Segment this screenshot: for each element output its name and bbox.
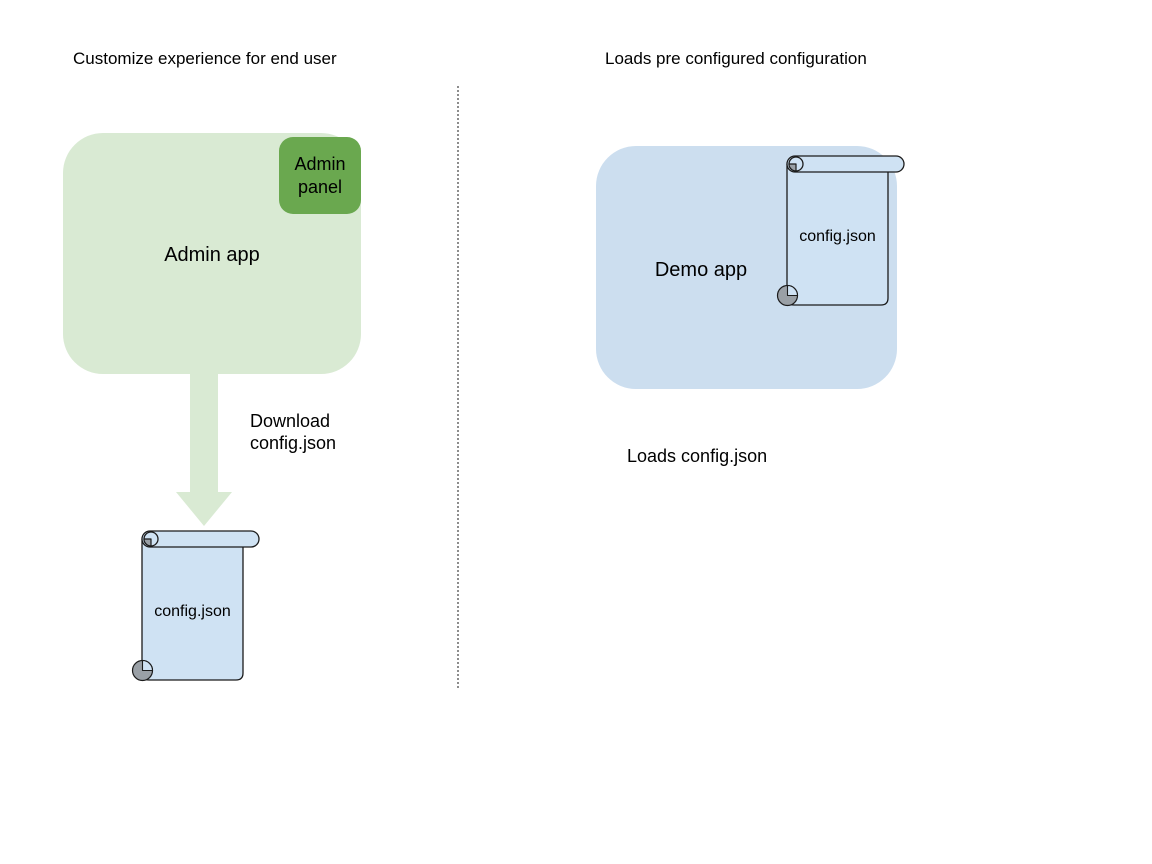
scroll-roll-curl [788,163,797,172]
download-config-label: Download config.json [250,411,337,453]
config-json-scroll-icon [131,530,260,682]
scroll-bottom-curl-notch [786,284,799,297]
scroll-roll-curl [143,538,152,547]
download-arrow-icon [176,373,232,526]
scroll-bottom-curl-notch [141,659,154,672]
scroll-roll-top [141,530,260,548]
right-scroll-label: config.json [799,228,876,245]
config-json-scroll-icon [776,155,905,307]
left-scroll-label: config.json [154,603,231,620]
right-panel-title: Loads pre configured configuration [605,49,867,68]
scroll-roll-top [786,155,905,173]
left-panel-title: Customize experience for end user [73,49,337,68]
admin-app-label: Admin app [164,244,260,266]
arrow-shape [176,373,232,526]
demo-app-label: Demo app [654,259,748,281]
admin-panel-box: Admin panel [279,137,361,214]
admin-panel-label: Admin panel [294,153,346,197]
loads-config-caption: Loads config.json [627,446,768,466]
dotted-divider [457,86,459,688]
